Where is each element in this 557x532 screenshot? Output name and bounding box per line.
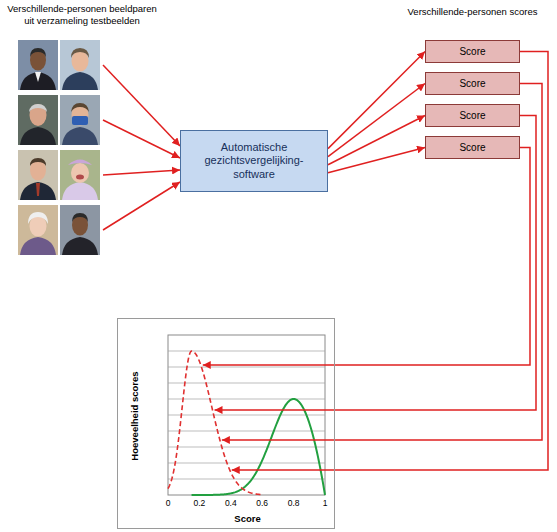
tick-label: 0.2 xyxy=(193,498,205,508)
portrait-photo xyxy=(60,150,100,200)
tick-label: 1 xyxy=(323,498,328,508)
flow-arrow xyxy=(328,52,425,149)
input-arrow xyxy=(103,65,180,146)
score-box: Score xyxy=(425,40,520,63)
plot-frame xyxy=(168,335,325,495)
score-box: Score xyxy=(425,136,520,159)
portrait-photo xyxy=(60,40,100,90)
portrait-photo xyxy=(18,95,58,145)
plot-area xyxy=(168,335,325,495)
genuine-curve xyxy=(192,399,325,495)
flow-arrow xyxy=(328,148,425,173)
flow-arrow xyxy=(232,52,548,471)
portrait-photo xyxy=(60,95,100,145)
tick-label: 0.4 xyxy=(225,498,237,508)
score-box: Score xyxy=(425,104,520,127)
tick-label: 0.6 xyxy=(256,498,268,508)
diagram-title: Verschillende-personen beeldparen uit ve… xyxy=(2,3,162,27)
tick-label: 0 xyxy=(166,498,171,508)
node-text: Score xyxy=(459,46,485,57)
chart-panel: Hoeveelheid scoresScore xyxy=(117,318,335,529)
input-arrows xyxy=(103,65,180,230)
portrait-photo xyxy=(18,150,58,200)
gridlines xyxy=(168,351,325,479)
portrait-photo xyxy=(18,205,58,255)
portrait-photo xyxy=(60,205,100,255)
axis-title: Hoeveelheid scores xyxy=(129,371,140,460)
node-text: Score xyxy=(459,78,485,89)
process-box: Automatische gezichtsvergelijking-softwa… xyxy=(180,130,328,192)
tick-label: 0.8 xyxy=(288,498,300,508)
node-text: Score xyxy=(459,142,485,153)
axis-title: Score xyxy=(234,513,260,524)
impostor-curve xyxy=(168,351,262,495)
node-text: Score xyxy=(459,110,485,121)
portrait-photo xyxy=(18,40,58,90)
node-text: Automatische gezichtsvergelijking-softwa… xyxy=(187,141,321,181)
column-heading: Verschillende-personen scores xyxy=(405,6,540,18)
flow-arrow xyxy=(328,84,425,157)
input-arrow xyxy=(103,182,180,230)
input-arrow xyxy=(103,120,180,158)
score-box: Score xyxy=(425,72,520,95)
input-arrow xyxy=(103,170,180,175)
flow-arrow xyxy=(328,116,425,165)
distribution-curves xyxy=(168,351,325,495)
